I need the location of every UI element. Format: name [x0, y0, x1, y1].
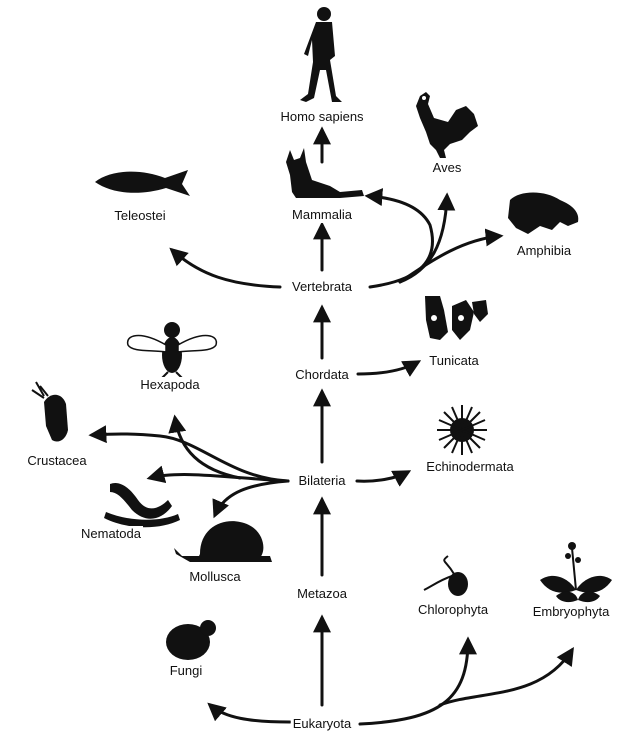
node-tunicata: Tunicata	[427, 353, 481, 369]
node-nematoda: Nematoda	[79, 526, 143, 542]
frog-silhouette-icon	[508, 192, 579, 234]
node-mammalia: Mammalia	[290, 207, 354, 223]
arrow-bilateria-crustacea	[88, 425, 290, 483]
arrow-bilateria-mollusca	[212, 479, 290, 519]
node-echinodermata: Echinodermata	[424, 459, 516, 475]
arrow-eukaryota-embryophyta	[438, 646, 574, 707]
arrow-vertebrata-teleostei	[169, 247, 282, 289]
fly-silhouette-icon	[126, 322, 218, 381]
crustacean-silhouette-icon	[31, 381, 68, 442]
fish-silhouette-icon	[95, 170, 190, 196]
cat-silhouette-icon	[286, 148, 364, 198]
node-bilateria: Bilateria	[296, 473, 348, 489]
node-teleostei: Teleostei	[112, 208, 168, 224]
fungus-silhouette-icon	[166, 620, 216, 660]
human-silhouette-icon	[300, 7, 342, 102]
arrow-bilateria-echinodermata	[355, 470, 412, 487]
sea-urchin-silhouette-icon	[437, 405, 487, 455]
node-mollusca: Mollusca	[187, 569, 243, 585]
node-hexapoda: Hexapoda	[138, 377, 202, 393]
plant-silhouette-icon	[540, 542, 612, 603]
worm-silhouette-icon	[104, 482, 180, 528]
node-homo-sapiens: Homo sapiens	[278, 109, 366, 125]
arrow-vertebrata-amphibia	[398, 228, 504, 284]
arrow-chordata-tunicata	[356, 360, 422, 377]
node-eukaryota: Eukaryota	[290, 716, 354, 732]
arrow-bilateria-hexapoda	[168, 414, 242, 480]
node-fungi: Fungi	[167, 663, 205, 679]
arrow-eukaryota-chlorophyta	[358, 636, 477, 726]
node-amphibia: Amphibia	[514, 243, 574, 259]
arrow-vertebrata-mammalia-side	[364, 188, 434, 289]
tunicate-silhouette-icon	[425, 296, 488, 340]
node-vertebrata: Vertebrata	[290, 279, 354, 295]
node-chordata: Chordata	[293, 367, 351, 383]
node-aves: Aves	[430, 160, 464, 176]
arrow-eukaryota-fungi	[207, 702, 292, 724]
node-chlorophyta: Chlorophyta	[415, 602, 491, 618]
node-crustacea: Crustacea	[25, 453, 89, 469]
rooster-silhouette-icon	[416, 92, 478, 158]
snail-silhouette-icon	[174, 521, 272, 562]
arrow-vertebrata-aves	[398, 192, 456, 284]
alga-silhouette-icon	[423, 555, 468, 596]
node-metazoa: Metazoa	[295, 586, 349, 602]
node-embryophyta: Embryophyta	[530, 604, 612, 620]
